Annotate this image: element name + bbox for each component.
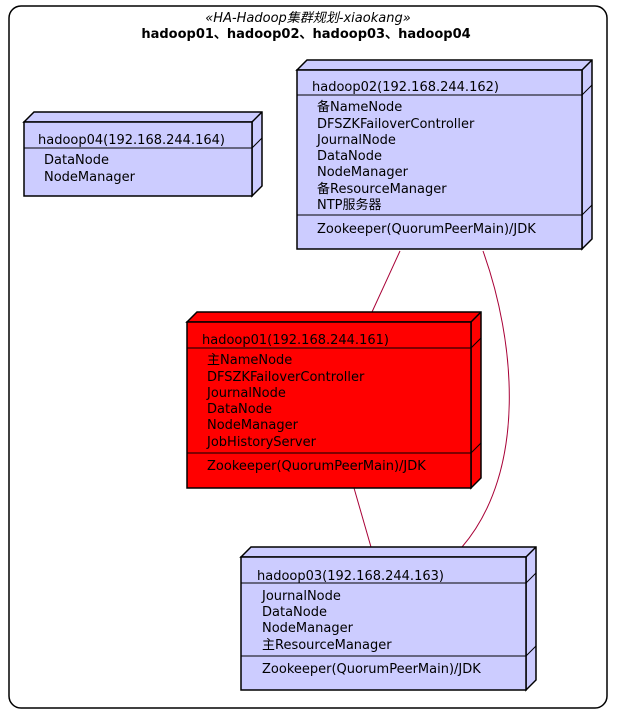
node-hadoop02-service: JournalNode	[316, 133, 396, 148]
node-hadoop03-service: DataNode	[262, 605, 327, 620]
edge-hadoop02-hadoop03	[461, 250, 510, 548]
frame-stereotype: «HA-Hadoop集群规划-xiaokang»	[205, 11, 410, 26]
node-hadoop03-extra: Zookeeper(QuorumPeerMain)/JDK	[262, 662, 481, 677]
node-hadoop02: hadoop02(192.168.244.162) 备NameNode DFSZ…	[295, 59, 593, 251]
node-hadoop01-title: hadoop01(192.168.244.161)	[202, 333, 389, 348]
node-hadoop01-service: JobHistoryServer	[206, 435, 317, 450]
node-hadoop03-title: hadoop03(192.168.244.163)	[257, 569, 444, 584]
node-hadoop02-service: 备ResourceManager	[317, 181, 447, 197]
node-hadoop01-body	[186, 321, 472, 489]
node-hadoop02-service: NodeManager	[317, 165, 409, 180]
node-hadoop04-title: hadoop04(192.168.244.164)	[38, 133, 225, 148]
node-hadoop04: hadoop04(192.168.244.164) DataNode NodeM…	[22, 111, 263, 198]
node-hadoop02-body	[296, 69, 583, 250]
node-hadoop01-service: NodeManager	[207, 418, 299, 433]
node-hadoop02-service: NTP服务器	[317, 197, 382, 213]
edges	[353, 250, 510, 548]
node-hadoop02-title: hadoop02(192.168.244.162)	[312, 80, 499, 95]
node-hadoop04-service: DataNode	[44, 153, 109, 168]
node-hadoop03-body	[240, 556, 527, 691]
node-hadoop03-service: NodeManager	[262, 621, 354, 636]
node-hadoop03: hadoop03(192.168.244.163) JournalNode Da…	[239, 546, 537, 692]
node-hadoop01-service: DataNode	[207, 402, 272, 417]
node-hadoop02-service: 备NameNode	[317, 99, 402, 115]
node-hadoop02-service: DataNode	[317, 149, 382, 164]
node-hadoop02-service: DFSZKFailoverController	[317, 117, 475, 132]
node-hadoop01-service: JournalNode	[206, 386, 286, 401]
node-hadoop01-service: DFSZKFailoverController	[207, 370, 365, 385]
node-hadoop01-extra: Zookeeper(QuorumPeerMain)/JDK	[207, 459, 426, 474]
node-hadoop01-service: 主NameNode	[207, 353, 292, 368]
node-hadoop04-body	[23, 121, 253, 197]
edge-hadoop01-hadoop03	[353, 487, 372, 548]
node-hadoop01: hadoop01(192.168.244.161) 主NameNode DFSZ…	[185, 311, 482, 490]
node-hadoop04-service: NodeManager	[44, 170, 136, 185]
node-hadoop02-extra: Zookeeper(QuorumPeerMain)/JDK	[317, 222, 536, 237]
node-hadoop03-service: 主ResourceManager	[262, 638, 392, 653]
edge-hadoop02-hadoop01	[371, 250, 401, 313]
frame-title: hadoop01、hadoop02、hadoop03、hadoop04	[141, 27, 470, 42]
node-hadoop03-service: JournalNode	[261, 589, 341, 604]
